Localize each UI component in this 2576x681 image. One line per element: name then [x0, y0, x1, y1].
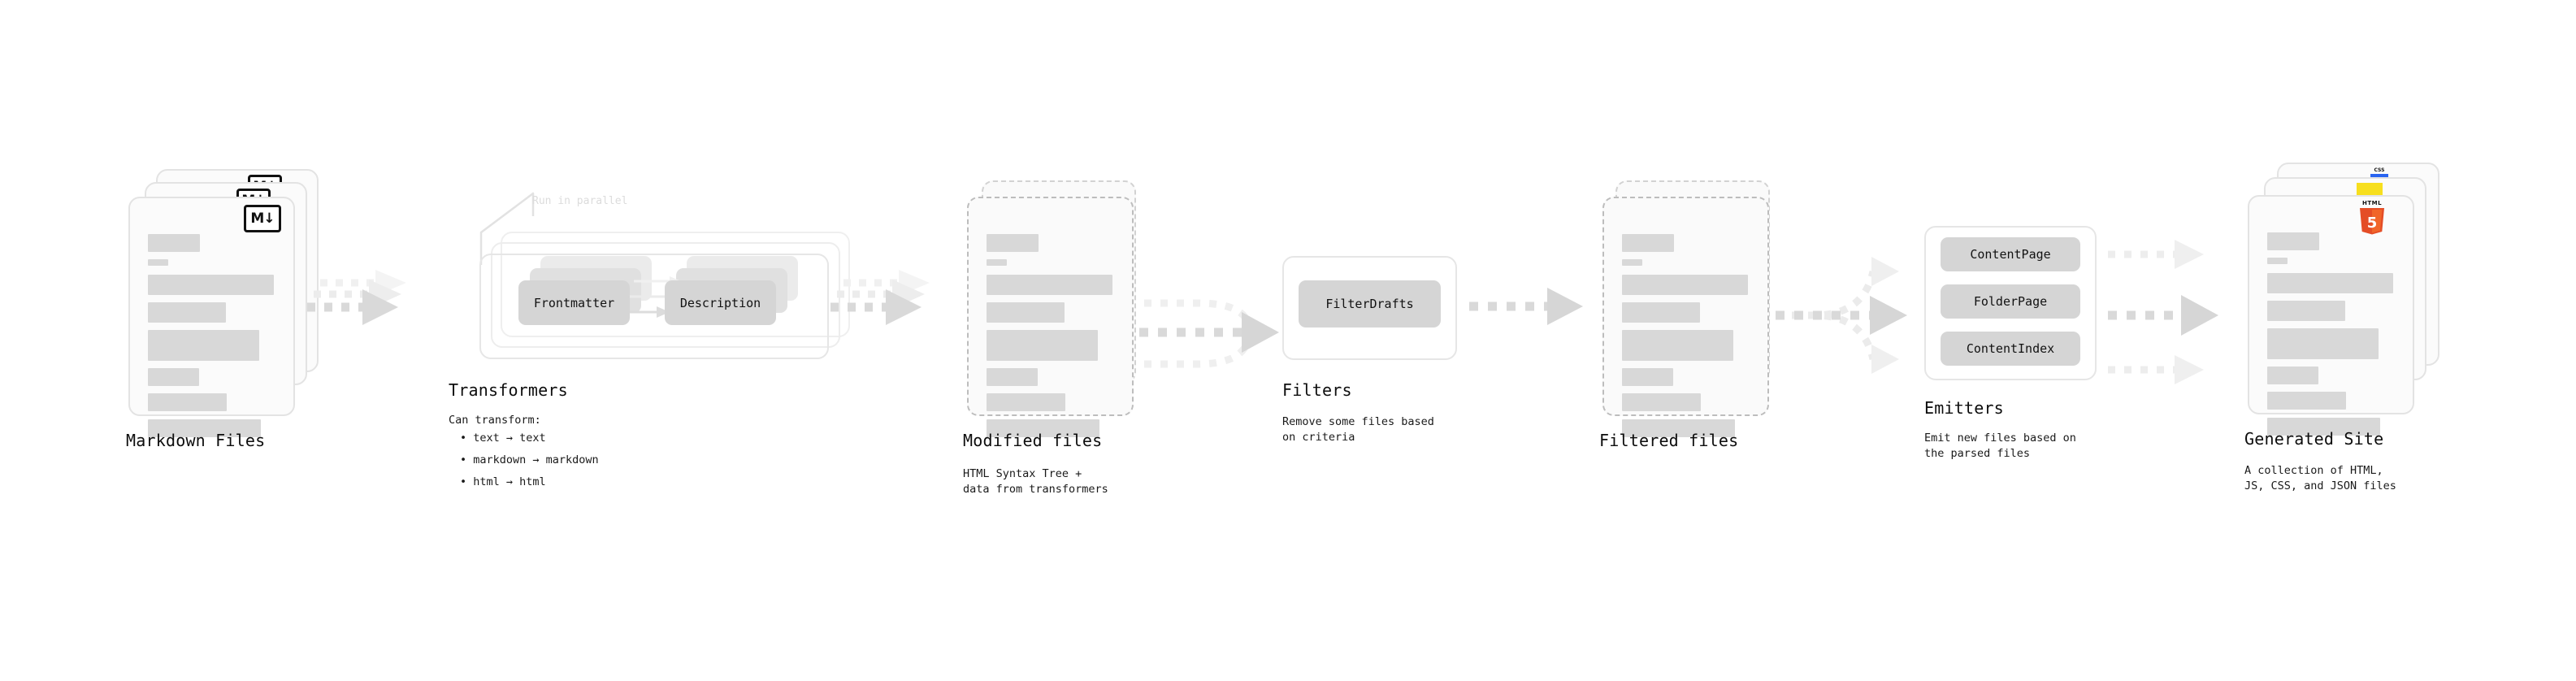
skeleton-bar [2267, 258, 2288, 264]
filtered-card-front [1602, 197, 1769, 437]
skeleton-bar [1622, 302, 1700, 323]
stage-title-transformers: Transformers [449, 380, 568, 400]
transformer-group-front [479, 254, 829, 359]
stage-subtitle-generated-site: A collection of HTML, JS, CSS, and JSON … [2244, 464, 2396, 492]
stage-subtitle-modified-files: HTML Syntax Tree + data from transformer… [963, 467, 1108, 496]
skeleton-bar [987, 234, 1039, 252]
skeleton-bar [1622, 234, 1674, 252]
skeleton-bar [148, 393, 227, 411]
html5-icon: HTML 5 [2358, 200, 2386, 235]
stage-title-filters: Filters [1282, 380, 1352, 400]
html5-icon-label: HTML [2361, 200, 2383, 206]
connector-filters-to-filtered [1469, 288, 1583, 325]
skeleton-bar [2267, 328, 2379, 359]
emitter-pill-folderpage[interactable]: FolderPage [1941, 284, 2080, 319]
emitter-pill-contentindex-label: ContentIndex [1966, 341, 2055, 356]
skeleton-bar [2267, 301, 2345, 321]
skeleton-bar [987, 302, 1065, 323]
stage-title-emitters: Emitters [1924, 398, 2004, 418]
svg-text:5: 5 [2367, 215, 2378, 232]
stage-subtitle-emitters: Emit new files based on the parsed files [1924, 432, 2076, 460]
stage-title-generated-site: Generated Site [2244, 429, 2384, 449]
skeleton-bar [2267, 367, 2318, 384]
emitter-pill-contentindex[interactable]: ContentIndex [1941, 332, 2080, 366]
skeleton-bar [987, 419, 1099, 437]
markdown-badge-glyph: M↓ [250, 210, 275, 227]
skeleton-bar [148, 330, 259, 361]
run-in-parallel-label: Run in parallel [532, 195, 628, 207]
skeleton-bar [148, 368, 199, 386]
emitter-pill-contentpage[interactable]: ContentPage [1941, 237, 2080, 271]
run-in-parallel-bracket [479, 192, 535, 265]
modified-card-front [967, 197, 1134, 437]
skeleton-bar [2267, 232, 2319, 250]
connector-emitters-to-site [2108, 240, 2218, 384]
skeleton-bar [1622, 275, 1748, 295]
skeleton-bar [148, 234, 200, 252]
emitter-pill-folderpage-label: FolderPage [1973, 294, 2048, 309]
skeleton-bar [148, 275, 274, 295]
skeleton-bar [987, 393, 1065, 411]
transformer-inner-arrows [619, 276, 681, 318]
skeleton-bar [1622, 368, 1673, 386]
transformer-pill-frontmatter[interactable]: Frontmatter [518, 280, 630, 325]
transformer-pill-description-label: Description [679, 295, 761, 310]
skeleton-bar [148, 302, 226, 323]
connector-filtered-to-emitters [1776, 257, 1907, 374]
filter-pill-filterdrafts[interactable]: FilterDrafts [1299, 280, 1441, 327]
skeleton-bar [2267, 418, 2380, 436]
skeleton-bar [2267, 273, 2393, 293]
site-card-front [2248, 195, 2414, 436]
stage-title-markdown-files: Markdown Files [126, 431, 266, 450]
html5-icon-shield: 5 [2360, 208, 2384, 235]
connector-modified-to-filters [1139, 299, 1279, 368]
connector-transformers-to-modified [830, 270, 930, 325]
markdown-badge-front: M↓ [244, 205, 281, 232]
css3-icon: CSS [2369, 168, 2390, 178]
skeleton-bar [2267, 392, 2346, 410]
css3-icon-bar [2370, 174, 2388, 177]
skeleton-bar [1622, 259, 1642, 266]
skeleton-bar [987, 330, 1098, 361]
skeleton-bar [987, 275, 1112, 295]
stage-title-filtered-files: Filtered files [1599, 431, 1739, 450]
skeleton-bar [987, 259, 1007, 266]
transformer-bullet-1: • text → text [460, 432, 546, 445]
markdown-card-front [128, 197, 295, 437]
skeleton-bar [148, 259, 168, 266]
emitter-pill-contentpage-label: ContentPage [1970, 247, 2051, 262]
transformer-bullet-3: • html → html [460, 475, 546, 488]
transformer-bullet-2: • markdown → markdown [460, 453, 599, 466]
filter-pill-filterdrafts-label: FilterDrafts [1325, 297, 1414, 311]
skeleton-bar [1622, 393, 1701, 411]
skeleton-bar [1622, 330, 1733, 361]
skeleton-bar [987, 368, 1038, 386]
stage-subtitle-filters: Remove some files based on criteria [1282, 415, 1434, 444]
skeleton-bar [1622, 419, 1735, 437]
stage-title-modified-files: Modified files [963, 431, 1103, 450]
transformer-pill-frontmatter-label: Frontmatter [533, 295, 615, 310]
transformer-pill-description[interactable]: Description [665, 280, 776, 325]
connector-md-to-transformers [307, 270, 406, 325]
skeleton-bar [148, 419, 261, 437]
stage-subtitle-transformers: Can transform: [449, 414, 541, 427]
css3-icon-label: CSS [2374, 167, 2385, 173]
